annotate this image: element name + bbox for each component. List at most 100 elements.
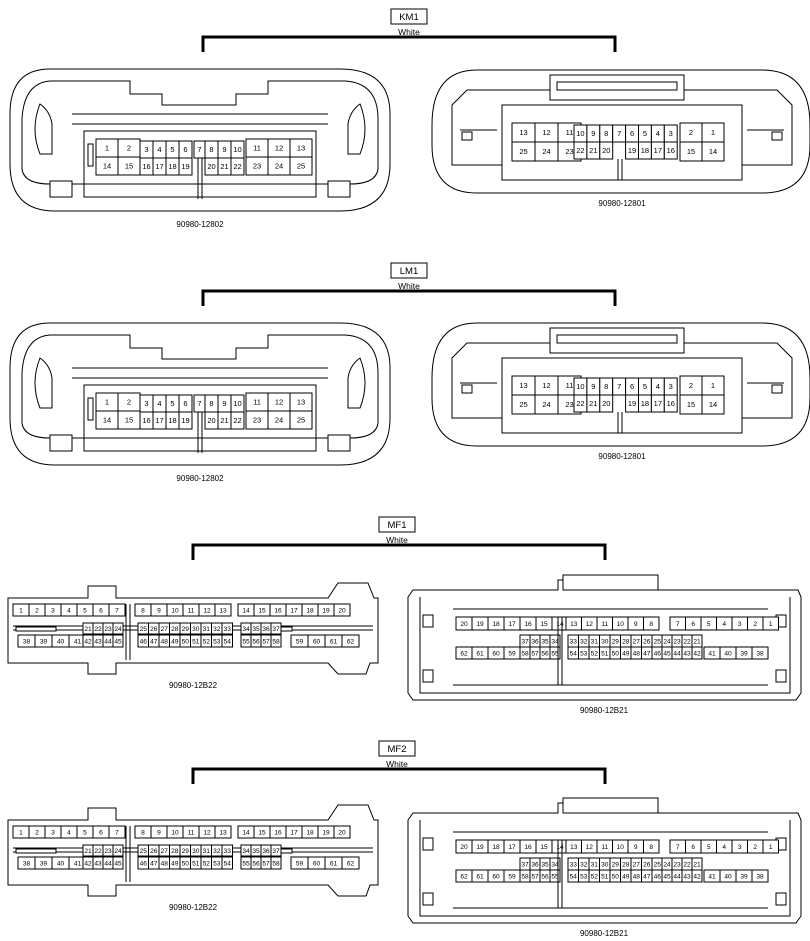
- rib: [422, 614, 434, 628]
- pin-number: 56: [541, 874, 549, 881]
- pin-6: 6: [92, 825, 110, 839]
- pin-number: 36: [262, 626, 270, 633]
- pin-number: 48: [161, 861, 169, 868]
- pin-number: 1: [19, 830, 23, 837]
- pin-26: 26: [641, 857, 653, 871]
- pin-49: 49: [169, 634, 181, 648]
- pin-5: 5: [638, 124, 652, 143]
- pin-8: 8: [643, 616, 660, 631]
- pin-7: 7: [193, 394, 206, 413]
- pin-36: 36: [260, 622, 272, 635]
- pin-8: 8: [134, 825, 152, 839]
- pin-52: 52: [200, 856, 212, 870]
- pin-number: 8: [649, 621, 653, 628]
- pin-59: 59: [290, 634, 309, 648]
- pin-number: 32: [580, 639, 588, 646]
- pin-number: 27: [161, 848, 169, 855]
- pin-9: 9: [217, 394, 232, 413]
- connector-code: MF1: [388, 520, 407, 531]
- pin-number: 9: [591, 382, 595, 391]
- pin-number: 54: [224, 639, 232, 646]
- pin-number: 6: [691, 844, 695, 851]
- pin-15: 15: [253, 603, 271, 617]
- pin-number: 48: [161, 639, 169, 646]
- pin-20: 20: [599, 141, 614, 160]
- pin-number: 20: [602, 399, 610, 408]
- pin-number: 7: [197, 399, 201, 408]
- rib: [771, 384, 783, 394]
- pin-36: 36: [529, 857, 541, 871]
- pin-number: 19: [476, 621, 484, 628]
- rib: [15, 626, 57, 632]
- pin-2: 2: [747, 616, 764, 631]
- pin-41: 41: [68, 856, 87, 870]
- pin-number: 33: [570, 862, 578, 869]
- pin-10: 10: [166, 825, 184, 839]
- pin-1: 1: [12, 603, 30, 617]
- pin-42: 42: [82, 634, 94, 648]
- pin-number: 59: [508, 651, 516, 658]
- pin-5: 5: [700, 616, 717, 631]
- pin-28: 28: [620, 857, 632, 871]
- pin-4: 4: [60, 825, 78, 839]
- pin-38: 38: [751, 646, 769, 660]
- pin-number: 28: [622, 862, 630, 869]
- pin-16: 16: [519, 839, 537, 854]
- part-number: 90980-12802: [176, 474, 224, 483]
- pin-number: 25: [654, 639, 662, 646]
- pin-25: 25: [511, 394, 536, 415]
- pin-46: 46: [651, 869, 663, 883]
- pin-number: 24: [542, 147, 550, 156]
- pin-13: 13: [214, 825, 232, 839]
- pin-number: 61: [476, 874, 484, 881]
- lock-bar: [556, 334, 678, 344]
- pin-39: 39: [34, 634, 53, 648]
- pin-31: 31: [588, 857, 600, 871]
- pin-cavity: [221, 856, 233, 870]
- pin-16: 16: [269, 603, 287, 617]
- pin-20: 20: [599, 394, 614, 413]
- pin-16: 16: [663, 394, 678, 413]
- pin-33: 33: [221, 622, 233, 635]
- pin-42: 42: [691, 646, 703, 660]
- pin-number: 54: [570, 874, 578, 881]
- pin-number: 40: [724, 874, 732, 881]
- pin-22: 22: [230, 411, 245, 430]
- pin-number: 41: [74, 639, 82, 646]
- pin-18: 18: [165, 157, 180, 176]
- pin-17: 17: [152, 411, 167, 430]
- pin-10: 10: [166, 603, 184, 617]
- pin-number: 8: [141, 830, 145, 837]
- pin-number: 18: [168, 162, 176, 171]
- pin-number: 43: [94, 861, 102, 868]
- pin-8: 8: [204, 140, 219, 159]
- pin-14: 14: [237, 825, 255, 839]
- pin-number: 29: [612, 639, 620, 646]
- pin-cavity: [549, 869, 561, 883]
- pin-number: 17: [654, 146, 662, 155]
- pin-number: 14: [709, 400, 717, 409]
- mating-bracket: [191, 767, 607, 784]
- pin-number: 30: [192, 626, 200, 633]
- pin-number: 1: [105, 398, 109, 407]
- pin-17: 17: [650, 141, 665, 160]
- pin-number: 37: [272, 848, 280, 855]
- pin-number: 16: [142, 416, 150, 425]
- pin-cavity: [751, 646, 769, 660]
- pin-number: 21: [84, 626, 92, 633]
- pin-number: 34: [242, 848, 250, 855]
- pin-cavity: [230, 157, 245, 176]
- pin-number: 54: [224, 861, 232, 868]
- pin-cavity: [643, 616, 660, 631]
- pin-17: 17: [503, 839, 521, 854]
- pin-22: 22: [681, 634, 693, 648]
- pin-9: 9: [150, 603, 168, 617]
- pin-24: 24: [534, 394, 559, 415]
- pin-53: 53: [211, 634, 223, 648]
- pin-number: 49: [171, 861, 179, 868]
- pin-35: 35: [539, 634, 551, 648]
- pin-16: 16: [139, 157, 154, 176]
- pin-number: 49: [622, 874, 630, 881]
- pin-50: 50: [609, 646, 621, 660]
